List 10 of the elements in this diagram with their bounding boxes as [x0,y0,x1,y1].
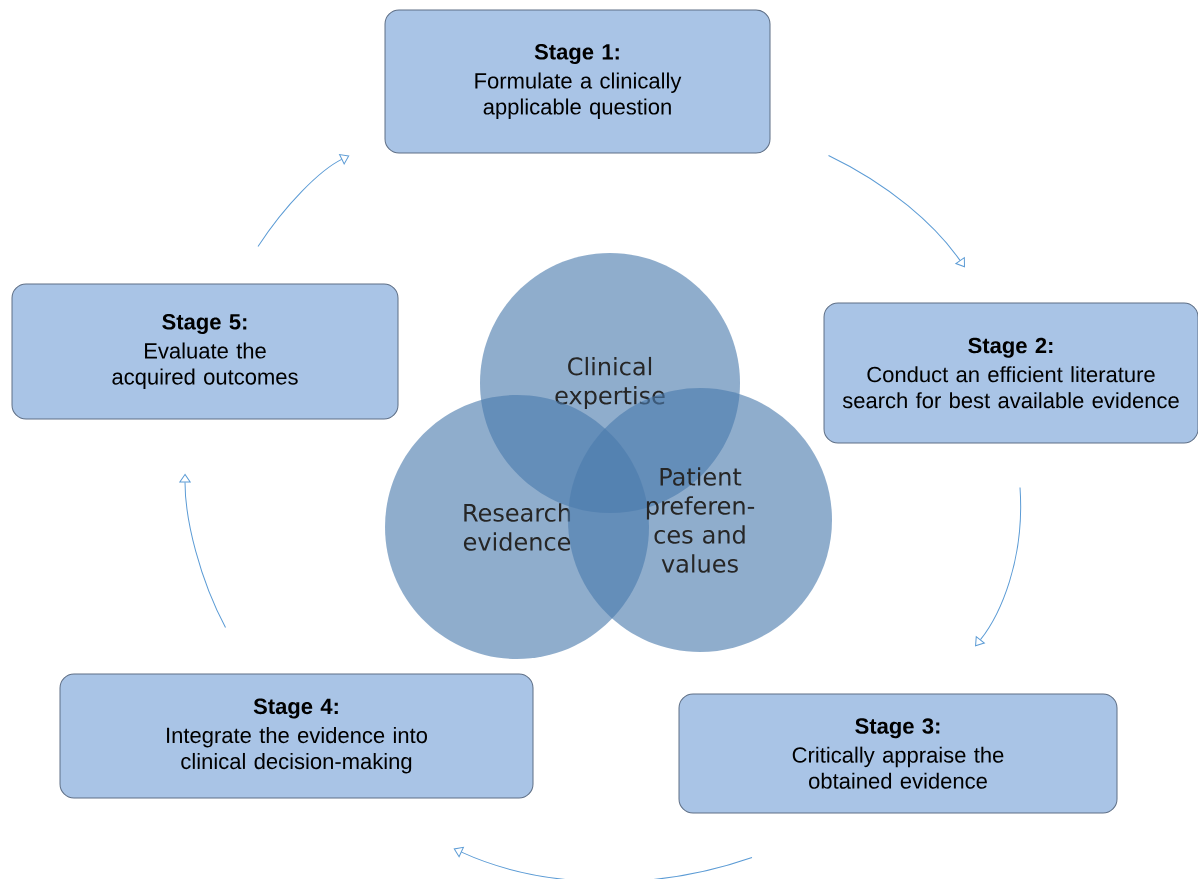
stage-box: Stage 2: Conduct an efficient literature search for best available evidence [823,302,1198,444]
arrow [257,154,350,247]
stage-box: Stage 4: Integrate the evidence into clinical decision-making [59,673,534,799]
arrow [453,846,753,879]
arrow [828,155,965,268]
stage-box: Stage 3: Critically appraise the obtained evidence [678,693,1118,814]
stage-box: Stage 1: Formulate a clinically applicable question [384,9,771,154]
arrow [975,487,1022,647]
stage-box: Stage 5: Evaluate the acquired outcomes [11,283,399,420]
arrow [179,473,226,628]
